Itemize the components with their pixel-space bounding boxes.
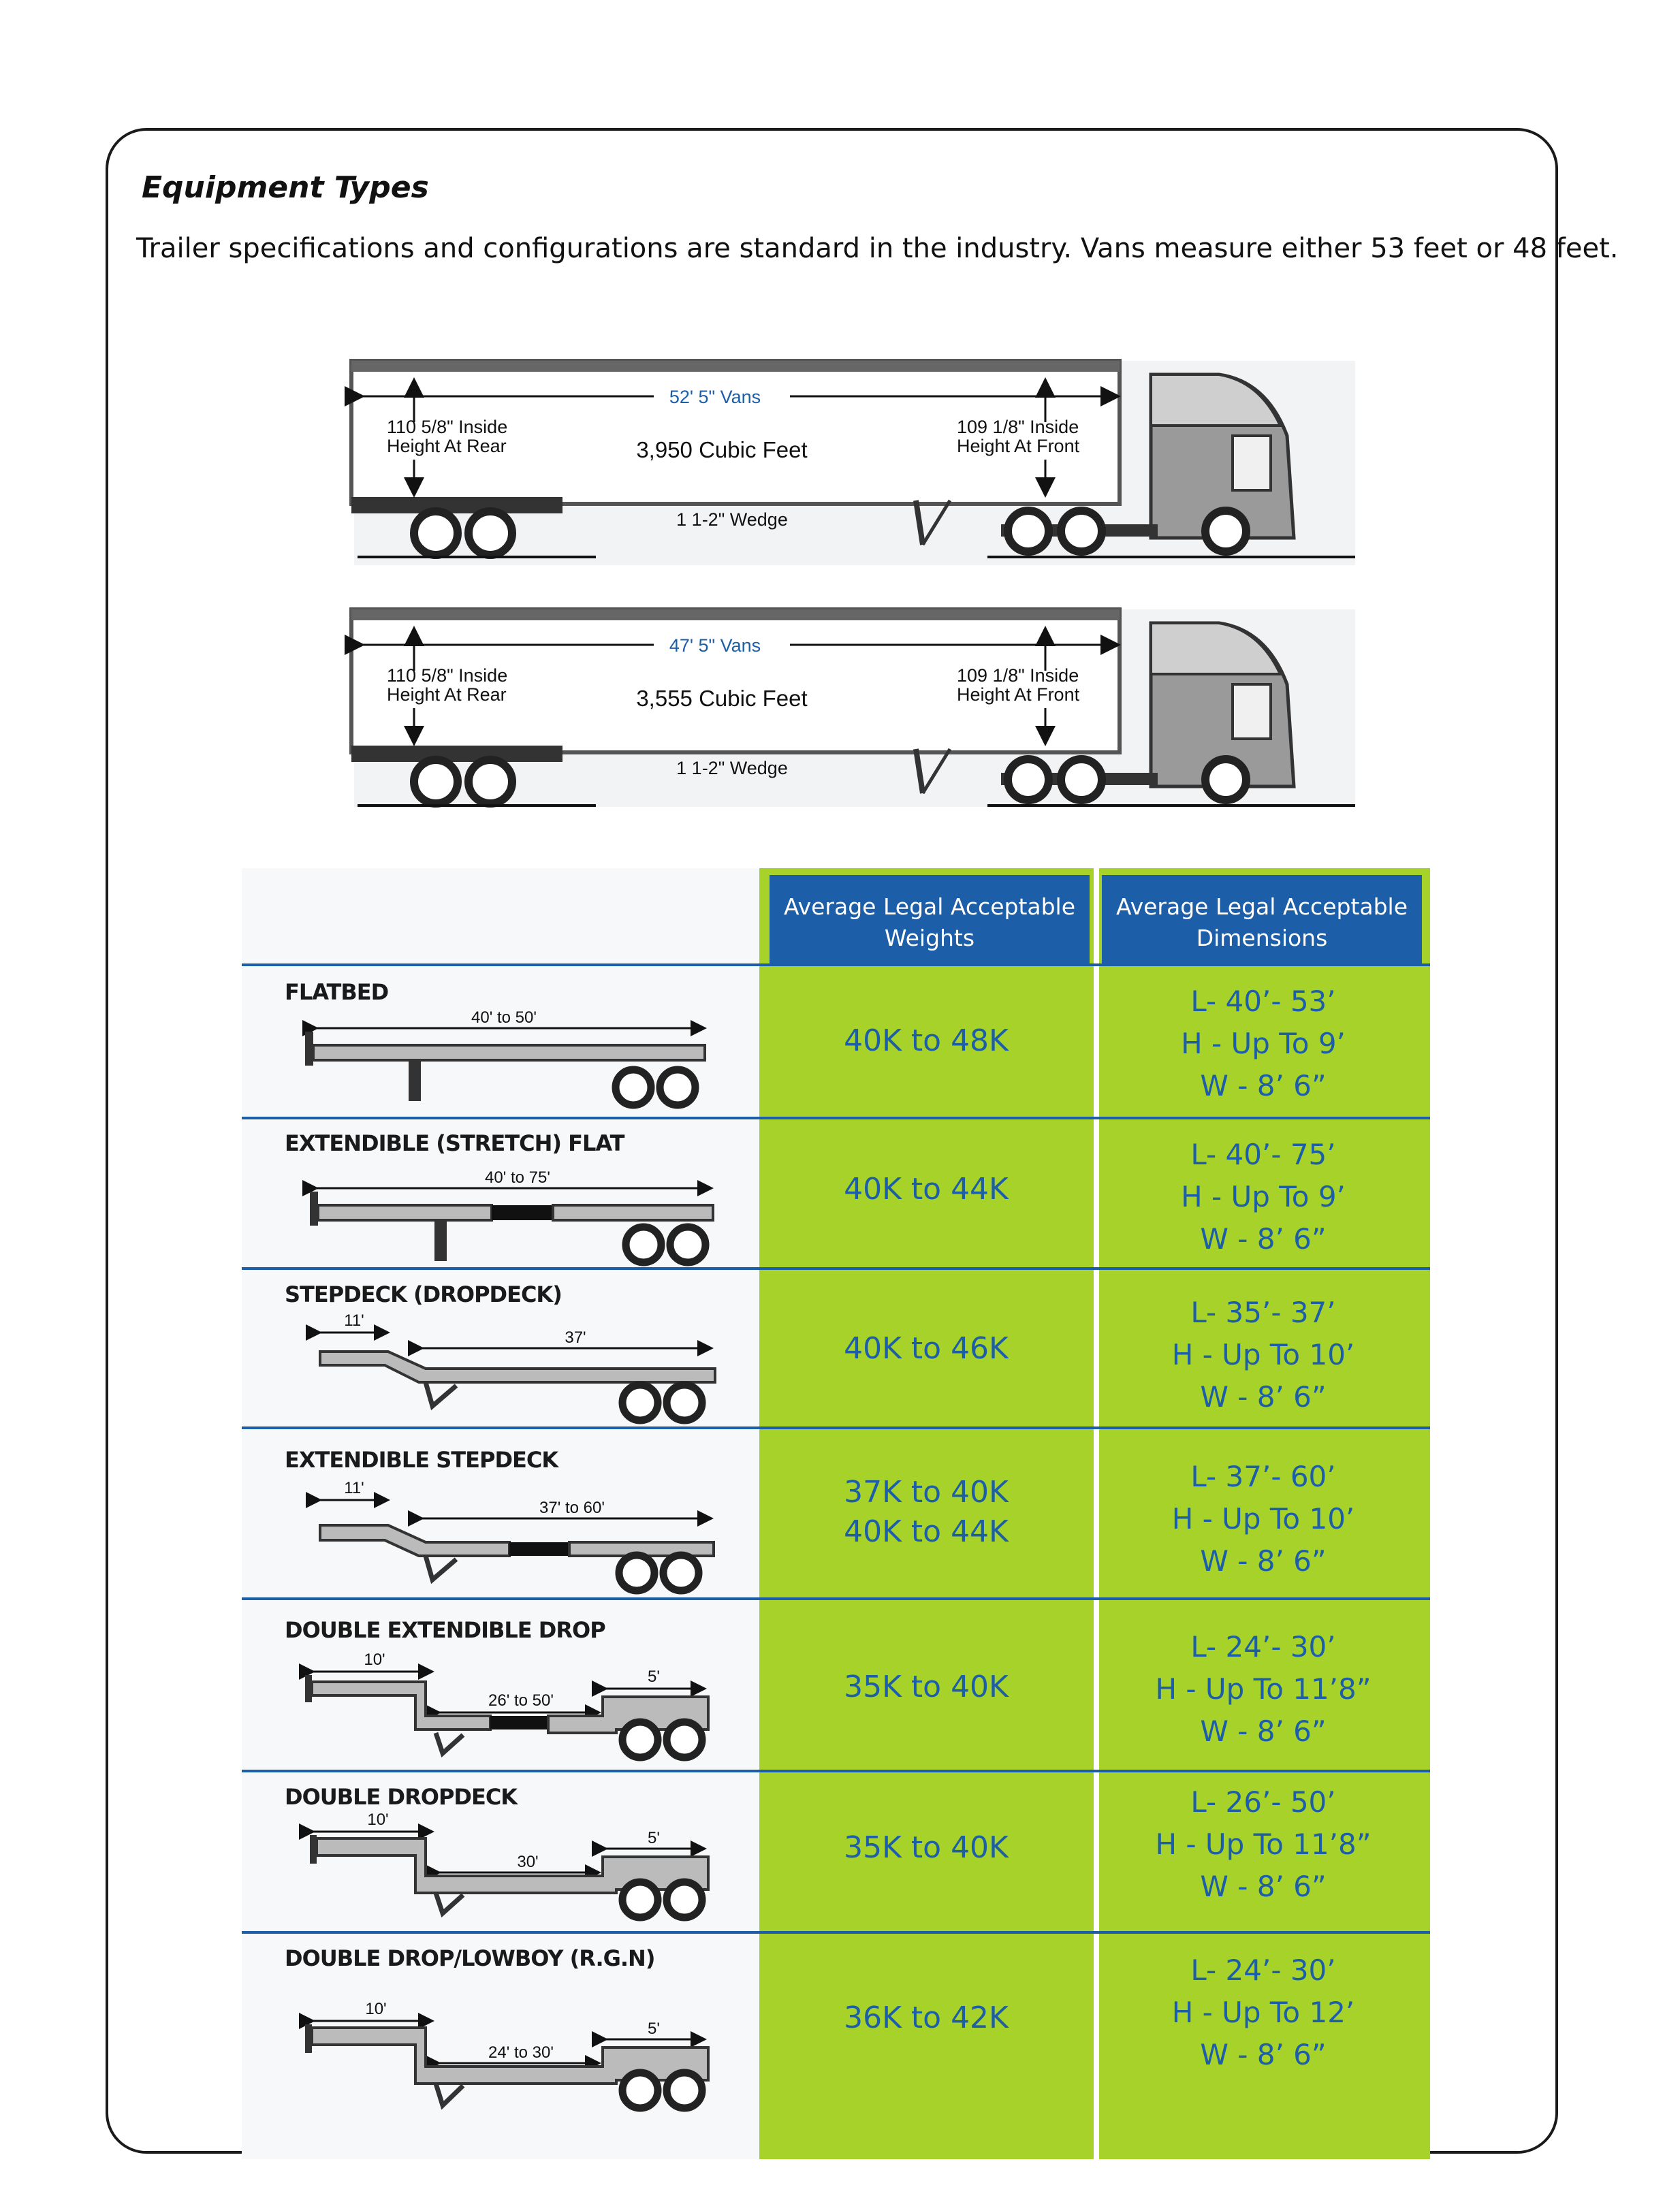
weight-value: 36K to 42K [844,2000,1009,2035]
rear-height-line1: 110 5/8" Inside [387,665,507,686]
dim-width: W - 8’ 6” [1200,1380,1327,1414]
van-diagrams: 52' 5" Vans 110 5/8" Inside Height At Re… [345,359,1355,808]
dim-label: 5' [648,2020,660,2038]
row-name-stepdeck: STEPDECK (DROPDECK) [285,1281,562,1307]
dim-length: L- 37’- 60’ [1190,1460,1336,1493]
stepdeck-drawing: 11' 37' [306,1311,716,1424]
dim-label: 37' [565,1328,586,1347]
dim-height: H - Up To 12’ [1171,1996,1355,2029]
wedge-label: 1 1-2" Wedge [676,509,788,530]
dim-height: H - Up To 9’ [1181,1027,1346,1060]
dimension-cell: L- 35’- 37’ H - Up To 10’ W - 8’ 6” [1100,1292,1427,1418]
dim-height: H - Up To 11’8” [1155,1672,1372,1706]
dimension-cell: L- 40’- 75’ H - Up To 9’ W - 8’ 6” [1100,1134,1427,1260]
dim-width: W - 8’ 6” [1200,1069,1327,1102]
weight-value: 40K to 44K [844,1514,1009,1549]
dim-length: L- 26’- 50’ [1190,1785,1336,1819]
lowboy-drawing: 10' 24' to 30' 5' [299,2000,710,2112]
dim-width: W - 8’ 6” [1200,2038,1327,2071]
dim-width: W - 8’ 6” [1200,1715,1327,1748]
header-weights-line2: Acceptable Weights [884,893,1076,951]
header-weights-line1: Average Legal [783,893,944,920]
van-length-label: 52' 5" Vans [669,387,761,407]
dim-label: 10' [364,1651,385,1669]
cubic-feet: 3,555 Cubic Feet [636,686,807,711]
dim-label: 10' [365,2000,386,2018]
page-title: Equipment Types [142,170,429,205]
dim-length: L- 24’- 30’ [1190,1954,1336,1987]
header-weights: Average Legal Acceptable Weights [770,875,1090,963]
weight-value: 35K to 40K [844,1670,1009,1704]
dim-label: 24' to 30' [488,2043,554,2062]
wedge-label: 1 1-2" Wedge [676,758,788,778]
cubic-feet: 3,950 Cubic Feet [636,437,807,462]
weight-cell: 40K to 46K [763,1329,1090,1369]
dimension-cell: L- 24’- 30’ H - Up To 12’ W - 8’ 6” [1100,1949,1427,2076]
dim-height: H - Up To 10’ [1171,1338,1355,1371]
van-diagram-48: 47' 5" Vans 110 5/8" Inside Height At Re… [345,607,1355,808]
dimension-cell: L- 26’- 50’ H - Up To 11’8” W - 8’ 6” [1100,1781,1427,1908]
dim-height: H - Up To 9’ [1181,1180,1346,1213]
weight-cell: 40K to 44K [763,1170,1090,1209]
rear-height-line2: Height At Rear [387,436,507,456]
van-length-label: 47' 5" Vans [669,635,761,656]
dim-label: 26' to 50' [488,1691,554,1710]
header-dimensions-line2: Acceptable Dimensions [1196,893,1408,951]
dim-width: W - 8’ 6” [1200,1544,1327,1578]
header-dimensions-line1: Average Legal [1115,893,1276,920]
weight-cell: 35K to 40K [763,1668,1090,1707]
weight-value: 37K to 40K [844,1475,1009,1510]
dim-width: W - 8’ 6” [1200,1870,1327,1903]
double-extendible-drop-drawing: 10' 26' to 50' 5' [299,1651,710,1761]
weight-cell: 36K to 42K [763,1998,1090,2038]
dim-label: 40' to 75' [485,1168,550,1187]
dimension-cell: L- 37’- 60’ H - Up To 10’ W - 8’ 6” [1100,1456,1427,1582]
double-dropdeck-drawing: 10' 30' 5' [299,1811,710,1922]
weight-cell: 40K to 48K [763,1021,1090,1061]
dim-label: 5' [648,1829,660,1847]
dimension-cell: L- 24’- 30’ H - Up To 11’8” W - 8’ 6” [1100,1626,1427,1753]
dim-label: 30' [517,1853,538,1871]
dim-height: H - Up To 11’8” [1155,1828,1372,1861]
weight-cell: 37K to 40K 40K to 44K [763,1473,1090,1552]
front-height-line2: Height At Front [957,436,1080,456]
weight-cell: 35K to 40K [763,1828,1090,1868]
row-name-extendible-stepdeck: EXTENDIBLE STEPDECK [285,1447,558,1473]
dim-label: 11' [344,1311,364,1330]
header-dimensions: Average Legal Acceptable Dimensions [1102,875,1422,963]
flatbed-drawing: 40' to 50' [302,1008,707,1109]
weight-value: 40K to 44K [844,1172,1009,1207]
stretch-flat-drawing: 40' to 75' [302,1168,714,1266]
dim-length: L- 35’- 37’ [1190,1296,1336,1329]
row-name-flatbed: FLATBED [285,979,389,1005]
dim-label: 10' [367,1811,388,1829]
rear-height-line1: 110 5/8" Inside [387,417,507,437]
front-height-line2: Height At Front [957,684,1080,705]
dim-label: 5' [648,1668,660,1686]
dim-height: H - Up To 10’ [1171,1502,1355,1535]
dim-length: L- 24’- 30’ [1190,1630,1336,1663]
dim-length: L- 40’- 75’ [1190,1138,1336,1171]
rear-height-line2: Height At Rear [387,684,507,705]
row-name-stretch-flat: EXTENDIBLE (STRETCH) FLAT [285,1130,624,1156]
dim-width: W - 8’ 6” [1200,1222,1327,1256]
van-diagram-53: 52' 5" Vans 110 5/8" Inside Height At Re… [345,359,1355,565]
weight-value: 40K to 48K [844,1023,1009,1058]
intro-text: Trailer specifications and configuration… [136,233,1619,264]
weight-value: 40K to 46K [844,1331,1009,1366]
dimension-cell: L- 40’- 53’ H - Up To 9’ W - 8’ 6” [1100,981,1427,1107]
front-height-line1: 109 1/8" Inside [957,417,1079,437]
dim-length: L- 40’- 53’ [1190,985,1336,1018]
row-name-lowboy: DOUBLE DROP/LOWBOY (R.G.N) [285,1945,655,1971]
weight-value: 35K to 40K [844,1830,1009,1865]
dim-label: 40' to 50' [471,1008,537,1027]
dim-label: 11' [344,1479,364,1497]
row-name-double-dropdeck: DOUBLE DROPDECK [285,1784,518,1810]
extendible-stepdeck-drawing: 11' 37' to 60' [306,1479,715,1595]
dim-label: 37' to 60' [539,1499,605,1517]
row-name-double-extendible-drop: DOUBLE EXTENDIBLE DROP [285,1617,606,1643]
front-height-line1: 109 1/8" Inside [957,665,1079,686]
